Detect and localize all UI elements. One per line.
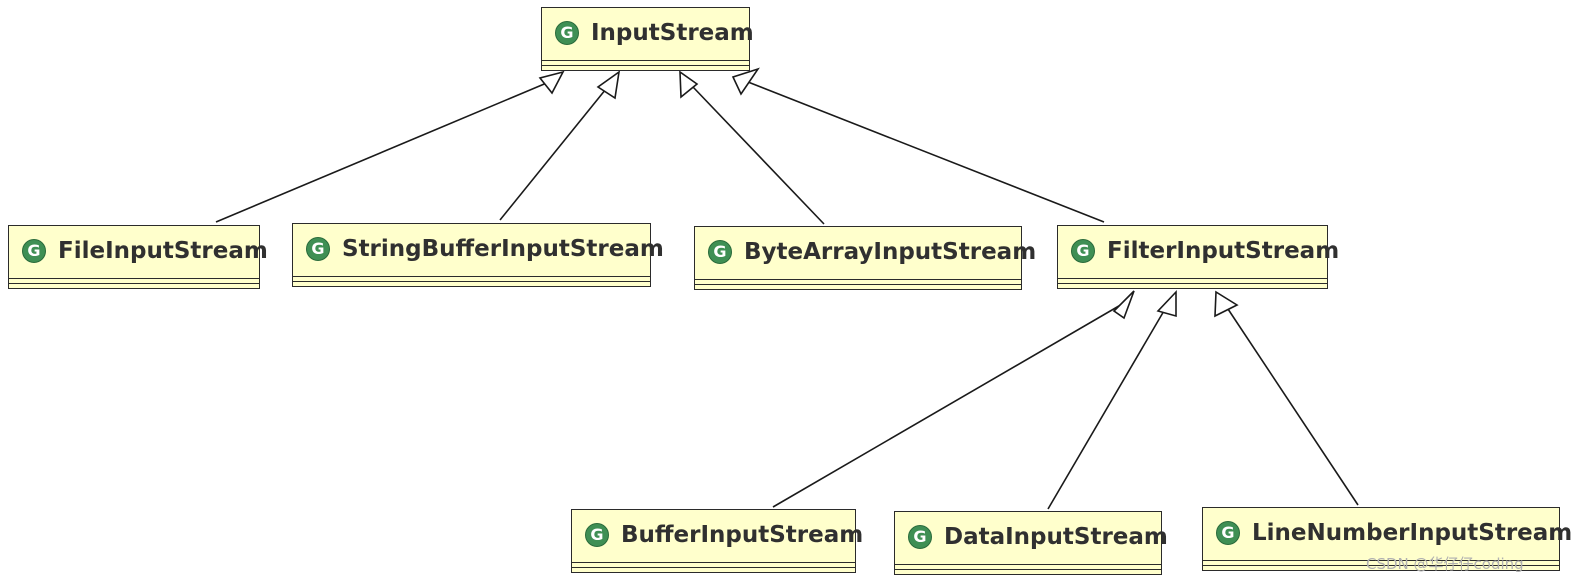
operation-compartment-divider <box>293 281 650 282</box>
attribute-compartment-divider <box>1058 278 1327 279</box>
edge-data-to-filterinputstream <box>1047 303 1169 510</box>
class-stringbufferinputstream[interactable]: G StringBufferInputStream <box>292 223 664 287</box>
class-icon: G <box>908 525 932 549</box>
class-name: ByteArrayInputStream <box>744 239 1037 265</box>
class-name: DataInputStream <box>944 524 1168 550</box>
class-name: StringBufferInputStream <box>342 236 664 262</box>
class-filterinputstream[interactable]: G FilterInputStream <box>1057 225 1339 289</box>
generalization-arrowhead <box>1156 289 1177 318</box>
watermark: CSDN @华仔仔coding <box>1366 555 1524 573</box>
operation-compartment-divider <box>695 284 1021 285</box>
attribute-compartment-divider <box>895 564 1161 565</box>
generalization-arrowhead <box>538 70 565 95</box>
edge-linenumber-to-filterinputstream <box>1223 302 1359 506</box>
attribute-compartment-divider <box>695 279 1021 280</box>
edge-fileinputstream-to-inputstream <box>215 81 550 223</box>
attribute-compartment-divider <box>9 278 259 279</box>
class-datainputstream[interactable]: G DataInputStream <box>894 511 1168 575</box>
class-icon: G <box>1216 521 1240 545</box>
generalization-arrowhead <box>1214 290 1239 318</box>
edge-buffer-to-filterinputstream <box>772 302 1125 508</box>
class-icon: G <box>708 240 732 264</box>
class-linenumberinputstream[interactable]: G LineNumberInputStream <box>1202 507 1572 571</box>
operation-compartment-divider <box>1203 565 1559 566</box>
class-name: LineNumberInputStream <box>1252 520 1573 546</box>
operation-compartment-divider <box>542 65 749 66</box>
operation-compartment-divider <box>572 567 855 568</box>
class-bufferinputstream[interactable]: G BufferInputStream <box>571 509 863 573</box>
generalization-arrowhead <box>596 70 621 100</box>
class-name: InputStream <box>591 20 754 46</box>
edge-bytearray-to-inputstream <box>692 86 825 225</box>
operation-compartment-divider <box>9 283 259 284</box>
attribute-compartment-divider <box>542 60 749 61</box>
class-icon: G <box>22 239 46 263</box>
class-bytearrayinputstream[interactable]: G ByteArrayInputStream <box>694 226 1036 290</box>
operation-compartment-divider <box>895 569 1161 570</box>
generalization-arrowhead <box>731 67 760 96</box>
class-fileinputstream[interactable]: G FileInputStream <box>8 225 268 289</box>
attribute-compartment-divider <box>572 562 855 563</box>
attribute-compartment-divider <box>1203 560 1559 561</box>
generalization-arrowhead <box>679 70 699 99</box>
operation-compartment-divider <box>1058 283 1327 284</box>
class-icon: G <box>555 21 579 45</box>
class-icon: G <box>306 237 330 261</box>
class-name: FilterInputStream <box>1107 238 1340 264</box>
attribute-compartment-divider <box>293 276 650 277</box>
class-icon: G <box>585 523 609 547</box>
class-name: FileInputStream <box>58 238 268 264</box>
class-name: BufferInputStream <box>621 522 864 548</box>
edge-stringbuffer-to-inputstream <box>499 83 611 221</box>
class-inputstream[interactable]: G InputStream <box>541 7 754 71</box>
generalization-arrowhead <box>1112 290 1135 320</box>
edge-filterinputstream-to-inputstream <box>747 81 1105 223</box>
class-icon: G <box>1071 239 1095 263</box>
